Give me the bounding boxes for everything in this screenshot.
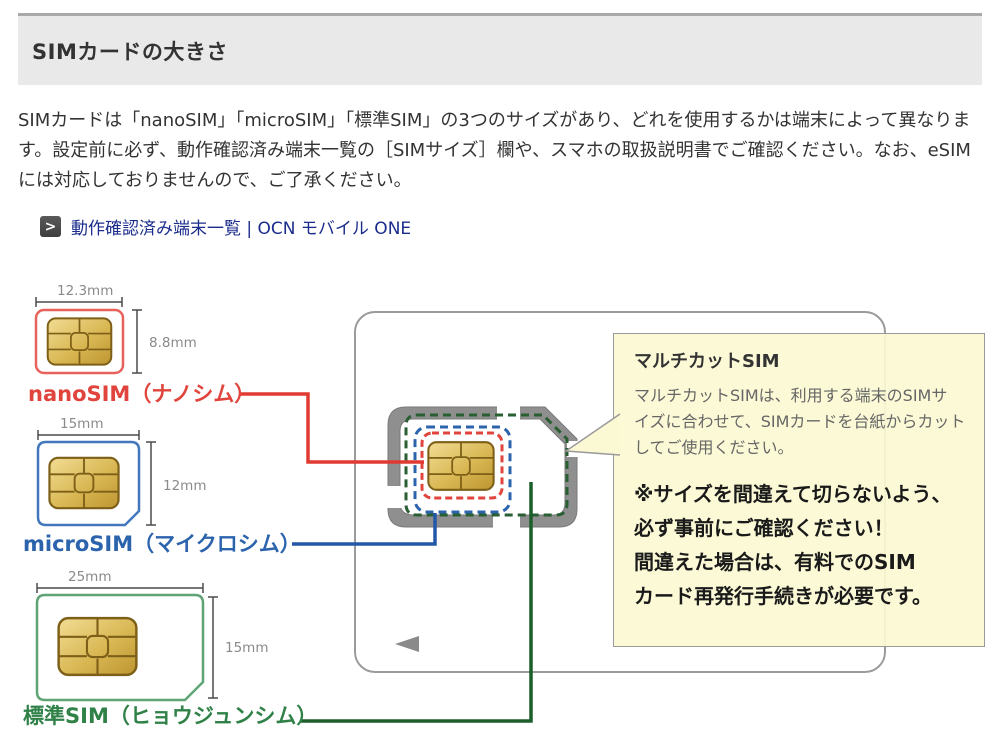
micro-width-bracket	[37, 430, 140, 440]
callout-pointer	[563, 413, 621, 456]
device-list-link[interactable]: 動作確認済み端末一覧 | OCN モバイル ONE	[71, 219, 412, 239]
standard-height-label: 15mm	[225, 640, 268, 656]
standard-chip-icon	[57, 616, 138, 677]
device-list-link-row[interactable]: > 動作確認済み端末一覧 | OCN モバイル ONE	[40, 214, 411, 239]
micro-height-bracket	[146, 441, 156, 526]
standard-connector-line	[300, 482, 533, 723]
callout-body: マルチカットSIMは、利用する端末のSIMサ イズに合わせて、SIMカードを台紙…	[634, 386, 966, 457]
standard-sim-figure: 25mm 15mm 標準SIM（ヒョウジュンシム）	[23, 569, 317, 728]
standard-cut-line	[404, 413, 569, 517]
micro-chip-icon	[48, 456, 120, 510]
page-title: SIMカードの大きさ	[32, 39, 228, 64]
nano-width-label: 12.3mm	[57, 283, 113, 299]
callout-warning: ※サイズを間違えて切らないよう、 必ず事前にご確認ください！ 間違えた場合は、有…	[634, 482, 952, 608]
nano-height-bracket	[132, 309, 142, 374]
nano-height-label: 8.8mm	[149, 335, 197, 351]
section-header: SIMカードの大きさ	[18, 13, 982, 85]
card-orientation-triangle-icon	[395, 636, 419, 652]
nano-sim-label: nanoSIM（ナノシム）	[28, 382, 255, 406]
nano-connector-line	[240, 392, 424, 464]
micro-sim-figure: 15mm 12mm microSIM（マイクロシム）	[23, 416, 301, 556]
micro-width-label: 15mm	[60, 416, 103, 432]
chevron-right-icon: >	[40, 216, 61, 237]
intro-paragraph: SIMカードは「nanoSIM」「microSIM」「標準SIM」の3つのサイズ…	[18, 110, 971, 191]
multicut-chip-icon	[427, 441, 495, 491]
callout-title: マルチカットSIM	[634, 351, 780, 372]
standard-width-label: 25mm	[68, 569, 111, 585]
micro-cut-line	[413, 425, 512, 514]
standard-height-bracket	[208, 596, 218, 699]
standard-sim-label: 標準SIM（ヒョウジュンシム）	[23, 704, 317, 728]
nano-chip-icon	[46, 317, 113, 366]
multicut-callout: マルチカットSIM マルチカットSIMは、利用する端末のSIMサ イズに合わせて…	[613, 333, 985, 647]
nano-width-bracket	[35, 297, 123, 307]
standard-width-bracket	[36, 583, 204, 593]
micro-height-label: 12mm	[163, 478, 206, 494]
nano-cut-line	[420, 431, 504, 500]
nano-sim-figure: 12.3mm 8.8mm nanoSIM（ナノシム）	[28, 283, 255, 406]
micro-connector-line	[292, 513, 437, 546]
micro-sim-label: microSIM（マイクロシム）	[23, 532, 301, 556]
